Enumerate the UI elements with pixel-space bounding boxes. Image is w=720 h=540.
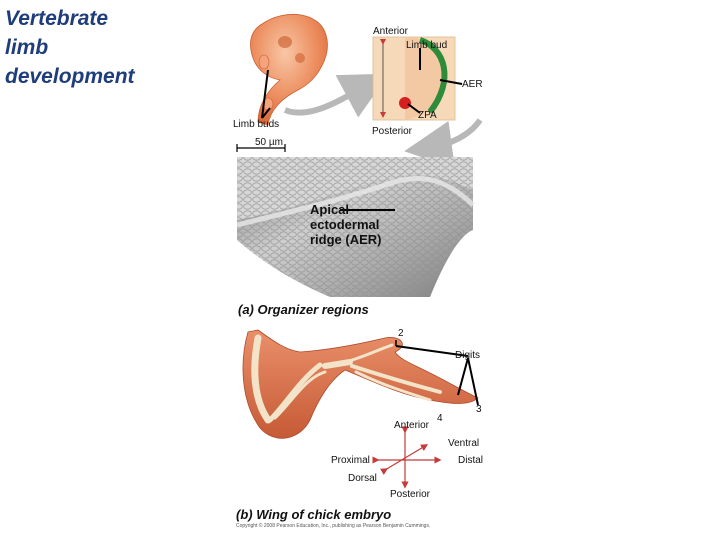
leader-limb-bud-lower	[261, 107, 271, 119]
label-proximal: Proximal	[331, 455, 370, 466]
label-zpa: ZPA	[418, 110, 437, 121]
label-posterior-a: Posterior	[372, 126, 413, 137]
copyright-notice: Copyright © 2008 Pearson Education, Inc.…	[236, 523, 431, 529]
label-anterior-a: Anterior	[373, 26, 409, 37]
label-digit-2: 2	[398, 328, 404, 339]
chick-embryo-illustration	[250, 13, 328, 126]
page-title: Vertebrate limb development	[5, 7, 135, 88]
axis-cross	[372, 426, 442, 489]
label-anterior-b: Anterior	[394, 420, 430, 431]
curved-arrow-right	[404, 118, 483, 169]
label-limb-bud: Limb bud	[406, 40, 448, 51]
label-dorsal: Dorsal	[348, 473, 377, 484]
sem-micrograph	[236, 157, 475, 297]
curved-arrow-top	[283, 73, 390, 118]
leader-digit-3	[457, 357, 469, 396]
label-digits: Digits	[455, 350, 481, 361]
label-aer: AER	[462, 79, 483, 90]
caption-wing-chick-embryo: (b) Wing of chick embryo	[236, 507, 392, 522]
limb-bud-schematic	[372, 36, 456, 121]
caption-organizer-regions: (a) Organizer regions	[238, 302, 369, 317]
leader-digits	[395, 345, 469, 357]
label-scale: 50 µm	[255, 137, 283, 148]
label-distal: Distal	[458, 455, 484, 466]
leader-aer	[439, 79, 463, 85]
label-apical-ridge: Apical ectodermal ridge (AER)	[310, 202, 382, 247]
label-digit-3: 3	[476, 404, 482, 415]
label-limb-buds: Limb buds	[233, 119, 280, 130]
label-digit-4: 4	[437, 413, 443, 424]
leader-limb-bud-upper	[261, 69, 269, 119]
chick-wing-illustration	[242, 329, 479, 439]
leader-zpa	[407, 103, 421, 114]
label-ventral: Ventral	[448, 438, 480, 449]
label-posterior-b: Posterior	[390, 489, 431, 500]
